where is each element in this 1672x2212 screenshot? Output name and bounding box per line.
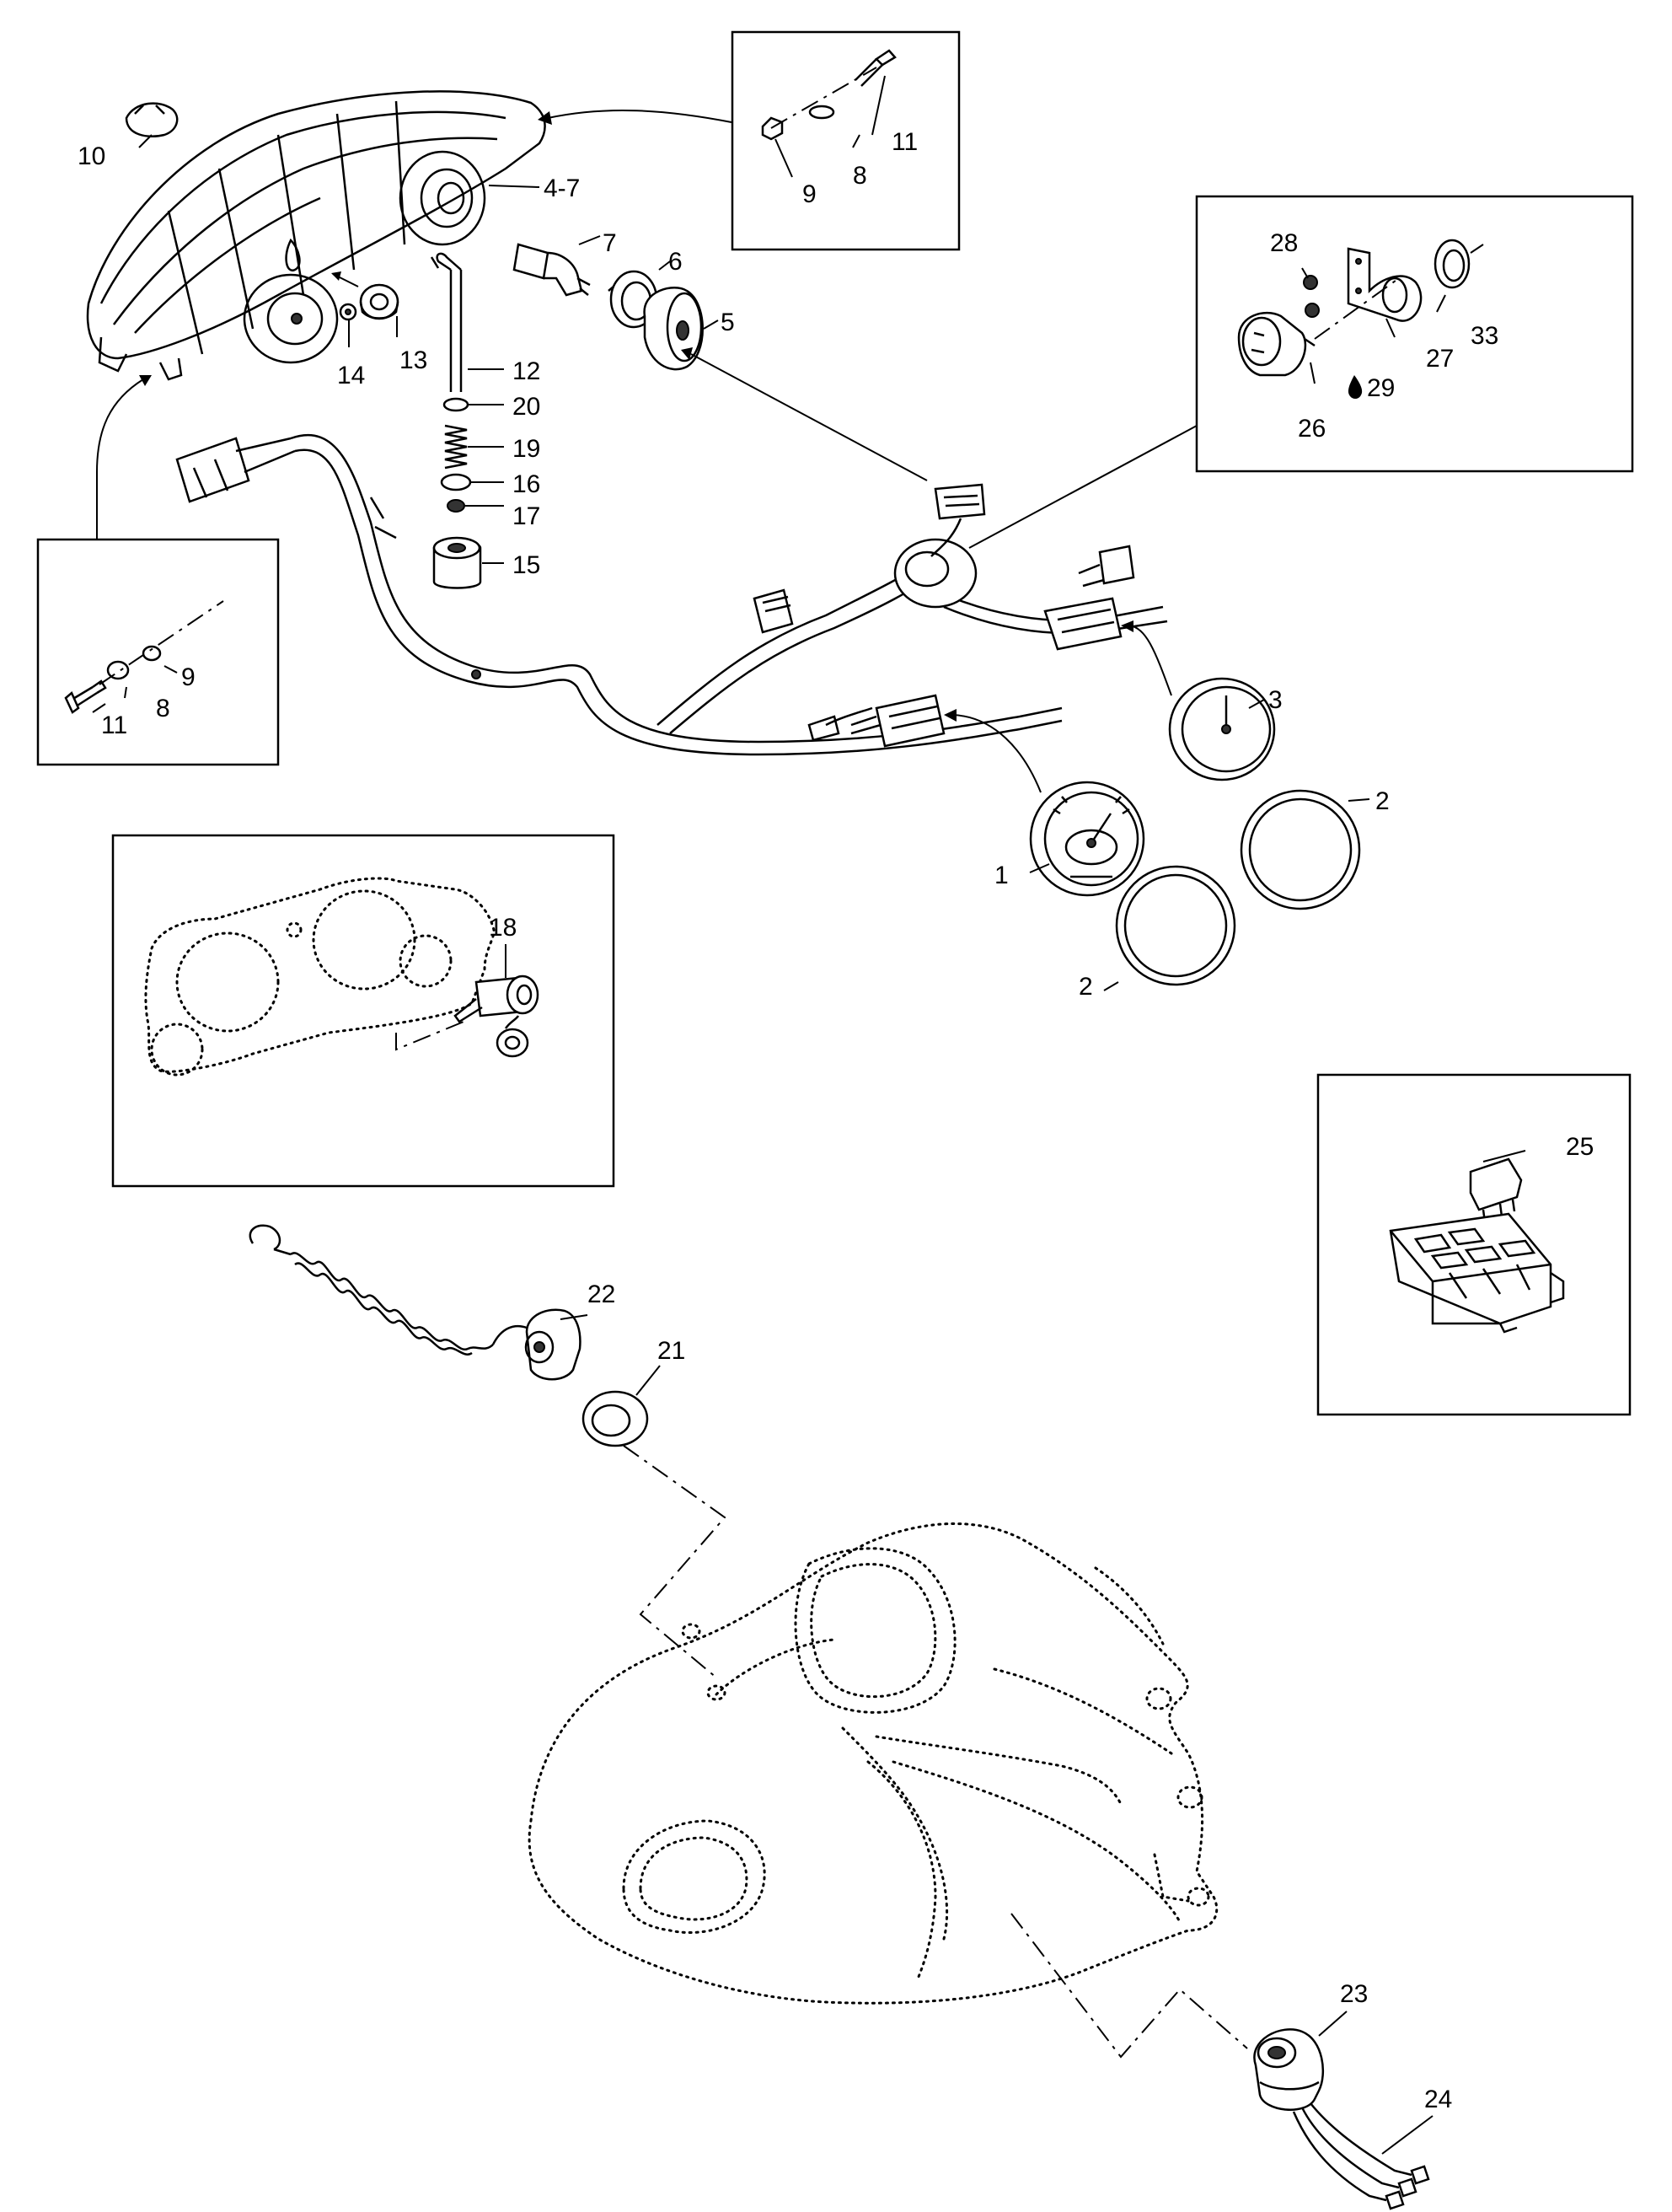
inset-box-cluster-key — [111, 834, 615, 1188]
bracket-part-27 — [1347, 247, 1423, 322]
front-fairing-outline-dotted — [528, 1522, 1219, 2005]
callout-11-left: 11 — [101, 711, 127, 739]
adjuster-rod-part-12 — [430, 252, 463, 392]
callout-23: 23 — [1340, 1980, 1368, 2008]
inset-box-fastener-top — [731, 30, 961, 251]
inset-box-fastener-left — [36, 538, 280, 766]
nut-part-14 — [339, 303, 357, 321]
nut-part-17 — [447, 499, 465, 513]
callout-33: 33 — [1471, 322, 1498, 350]
screw-part-28 — [1303, 275, 1320, 318]
callout-26: 26 — [1298, 415, 1326, 443]
wiring-harness — [175, 433, 1168, 756]
bezel-part-2-left — [1115, 865, 1236, 986]
callout-22: 22 — [587, 1280, 615, 1308]
ignition-switch-part-23 — [1253, 2028, 1325, 2111]
nut-part-9-top — [761, 116, 784, 141]
bulb-part-7 — [512, 243, 591, 297]
droplet-icon — [1348, 375, 1363, 400]
inset-box-fuse-box — [1316, 1073, 1632, 1416]
callout-leaders — [92, 75, 1526, 2155]
callout-14: 14 — [337, 362, 365, 389]
cluster-outline-dotted — [144, 877, 496, 1076]
fuse-box — [1389, 1212, 1565, 1334]
clip-part-10 — [125, 102, 179, 138]
connector-part-26 — [1237, 311, 1316, 377]
relay-part-25 — [1469, 1157, 1523, 1223]
rubber-boot-part-5 — [643, 287, 704, 371]
callout-labels: 10 4-7 7 6 5 11 8 9 14 13 12 20 19 16 17… — [78, 128, 1594, 2113]
callout-9-top: 9 — [802, 180, 817, 208]
callout-5: 5 — [721, 309, 735, 336]
callout-11-top: 11 — [892, 128, 918, 156]
callout-8-left: 8 — [156, 695, 170, 722]
callout-1: 1 — [994, 862, 1009, 889]
inset-box-connector — [1195, 195, 1634, 473]
callout-8-top: 8 — [853, 162, 867, 190]
callout-27: 27 — [1426, 345, 1454, 373]
seal-ring-part-33 — [1434, 239, 1471, 289]
callout-4-7: 4-7 — [544, 174, 580, 202]
callout-9-left: 9 — [181, 663, 196, 691]
callout-20: 20 — [512, 393, 540, 421]
gauge-part-1 — [1029, 781, 1145, 897]
callout-28: 28 — [1270, 229, 1298, 257]
callout-6: 6 — [668, 248, 683, 276]
callout-29: 29 — [1367, 374, 1395, 402]
nut-part-9-left — [142, 645, 162, 662]
bolt-part-11-top — [855, 49, 897, 87]
callout-10: 10 — [78, 142, 105, 170]
headlight-assembly — [86, 90, 546, 381]
gauge-part-3 — [1168, 677, 1276, 781]
washer-part-20 — [442, 397, 469, 412]
callout-24: 24 — [1424, 2086, 1452, 2113]
callout-2-right: 2 — [1375, 787, 1390, 815]
callout-21: 21 — [657, 1337, 685, 1365]
spring-part-19 — [444, 424, 468, 470]
bezel-part-2-right — [1240, 789, 1361, 910]
bolt-part-11-left — [64, 679, 107, 714]
knob-part-15 — [432, 536, 482, 589]
callout-12: 12 — [512, 357, 540, 385]
tether-cord-part-22 — [249, 1224, 581, 1381]
callout-25: 25 — [1566, 1133, 1594, 1161]
callout-7: 7 — [603, 229, 617, 257]
ignition-key-part-18 — [453, 974, 539, 1058]
washer-part-8-left — [106, 660, 130, 680]
callout-18: 18 — [489, 914, 517, 942]
callout-17: 17 — [512, 502, 540, 530]
callout-13: 13 — [399, 346, 427, 374]
callout-15: 15 — [512, 551, 540, 579]
callout-16: 16 — [512, 470, 540, 498]
callout-19: 19 — [512, 435, 540, 463]
grommet-part-13 — [359, 283, 399, 320]
washer-part-8-top — [808, 105, 835, 120]
washer-part-16 — [440, 473, 472, 491]
callout-3: 3 — [1268, 686, 1283, 714]
wire-leads-part-24 — [1292, 2102, 1430, 2210]
bezel-part-21 — [581, 1390, 649, 1447]
callout-2-left: 2 — [1079, 973, 1093, 1001]
